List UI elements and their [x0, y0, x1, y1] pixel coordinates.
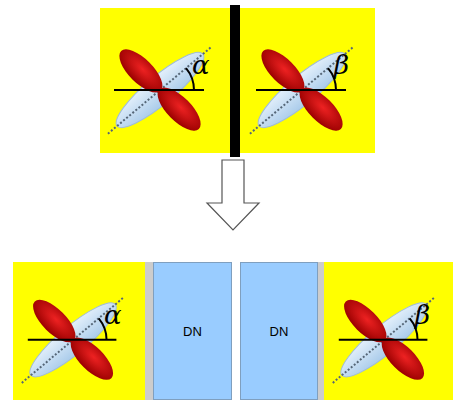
normal-metal-layer: DN [153, 262, 232, 400]
d-wave-orbital [13, 286, 133, 393]
d-wave-orbital [99, 36, 221, 145]
superconductor-region: β [325, 262, 453, 400]
angle-label: β [415, 302, 430, 328]
d-wave-orbital [241, 36, 363, 145]
angle-label: α [192, 52, 210, 78]
normal-metal-layer: DN [240, 262, 318, 400]
hollow-arrow [207, 160, 259, 230]
superconductor-region: α [100, 8, 230, 153]
interface [318, 262, 324, 400]
superconductor [324, 262, 453, 400]
superconductor [13, 262, 145, 400]
d-wave-orbital [324, 286, 444, 393]
angle-label: β [334, 52, 349, 78]
interface [145, 262, 153, 400]
superconductor-region: α [14, 262, 142, 400]
superconductor-region: β [242, 8, 372, 153]
barrier [230, 5, 240, 157]
layer-label: DN [270, 324, 289, 339]
superconductor [240, 8, 375, 153]
angle-label: α [104, 302, 122, 328]
layer-label: DN [183, 324, 202, 339]
